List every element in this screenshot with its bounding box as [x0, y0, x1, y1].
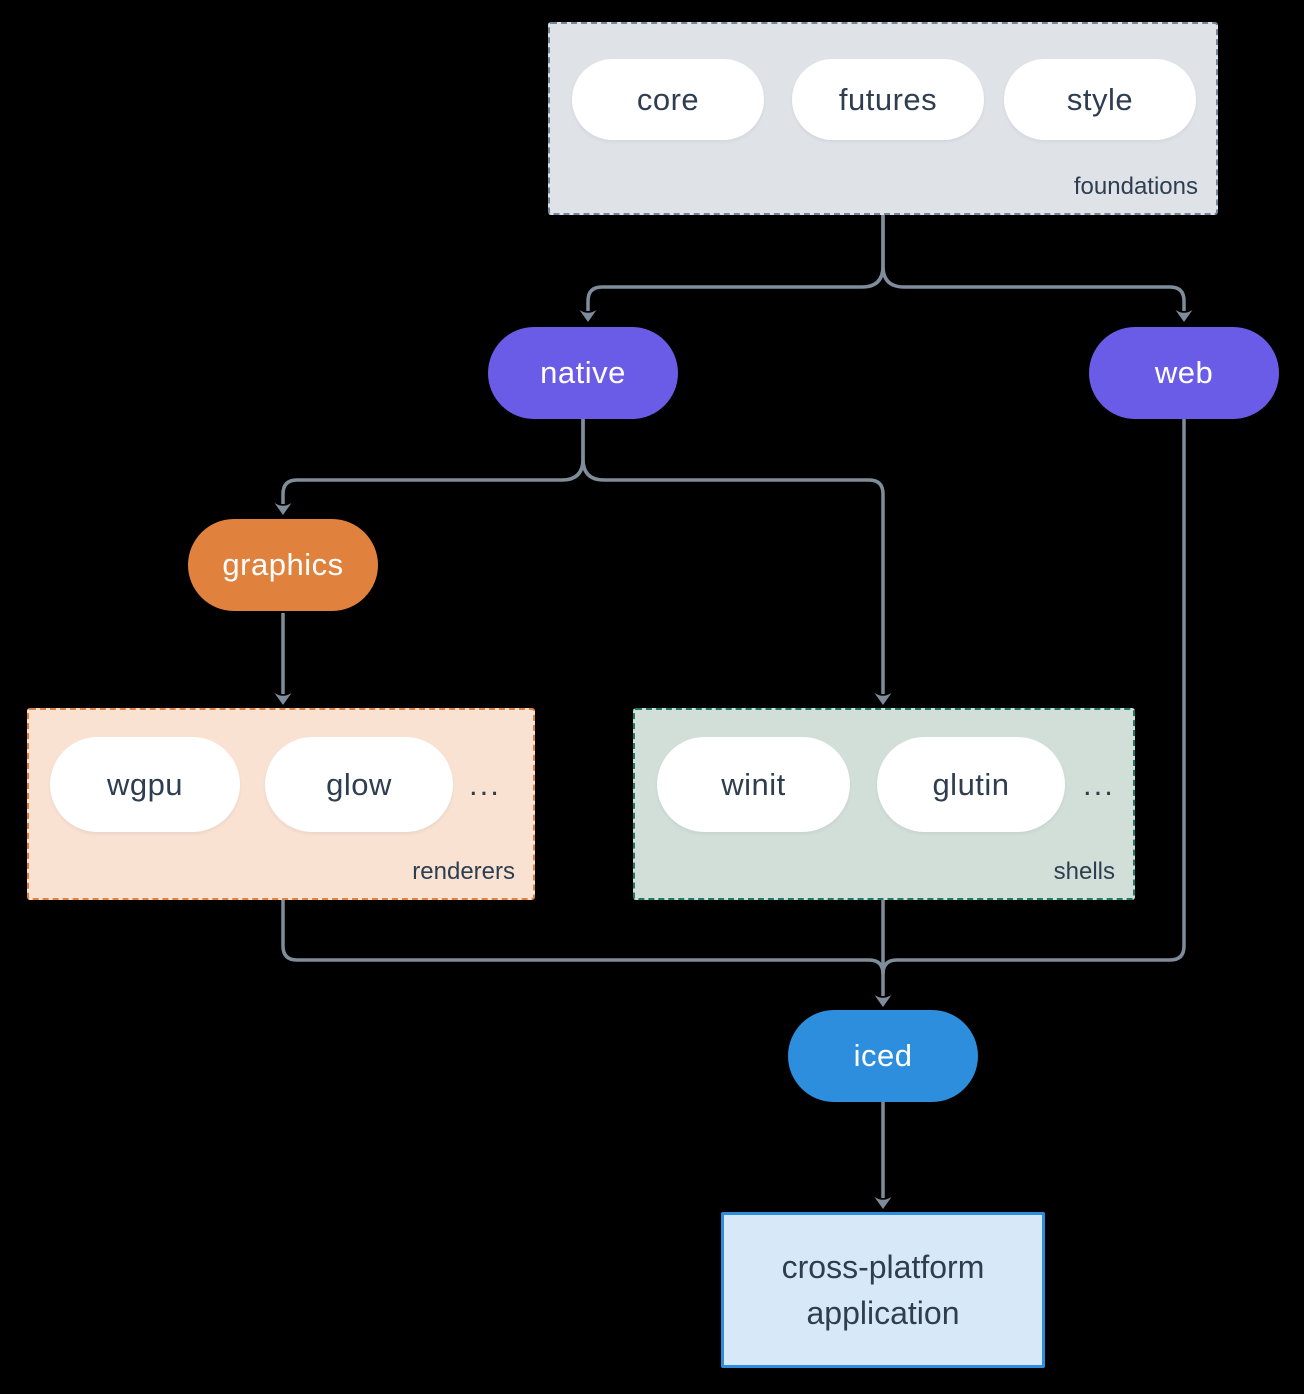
node-cross-platform-application-label: cross-platform application — [781, 1248, 985, 1331]
node-glutin-label: glutin — [932, 766, 1010, 802]
group-foundations: core futures style foundations — [548, 22, 1218, 215]
node-graphics: graphics — [188, 519, 378, 611]
group-foundations-label: foundations — [1073, 173, 1198, 200]
renderers-ellipsis: ... — [469, 767, 501, 802]
group-renderers: wgpu glow ... renderers — [27, 708, 535, 900]
shells-ellipsis: ... — [1083, 767, 1115, 802]
arrow-foundations-to-web — [881, 215, 1186, 311]
node-iced: iced — [788, 1010, 978, 1102]
arrowhead-shells — [874, 693, 892, 705]
node-native-label: native — [540, 355, 626, 390]
node-native: native — [488, 327, 678, 419]
node-core-label: core — [636, 81, 700, 117]
node-futures: futures — [792, 59, 984, 140]
arrow-foundations-to-native — [586, 215, 885, 311]
arrowhead-iced — [874, 995, 892, 1007]
arrow-native-to-shells — [581, 419, 885, 694]
arrowhead-web — [1175, 310, 1193, 322]
arrow-native-to-graphics — [281, 419, 585, 504]
node-futures-label: futures — [838, 81, 938, 117]
arrowheads — [274, 310, 1193, 1209]
group-shells: winit glutin ... shells — [633, 708, 1135, 900]
node-style: style — [1004, 59, 1196, 140]
node-wgpu: wgpu — [50, 737, 240, 832]
node-cross-platform-application: cross-platform application — [721, 1212, 1045, 1368]
arrowhead-application — [874, 1197, 892, 1209]
node-glutin: glutin — [877, 737, 1065, 832]
node-web: web — [1089, 327, 1279, 419]
arrowhead-native — [579, 310, 597, 322]
node-wgpu-label: wgpu — [106, 766, 184, 802]
node-glow: glow — [265, 737, 453, 832]
node-iced-label: iced — [853, 1038, 913, 1073]
group-shells-label: shells — [1053, 858, 1115, 885]
node-style-label: style — [1066, 81, 1134, 117]
arrow-renderers-to-iced — [281, 900, 885, 975]
arrowhead-graphics — [274, 503, 292, 515]
arrowhead-renderers — [274, 693, 292, 705]
node-graphics-label: graphics — [222, 547, 344, 582]
node-glow-label: glow — [326, 766, 392, 802]
node-winit-label: winit — [721, 766, 786, 802]
node-core: core — [572, 59, 764, 140]
node-web-label: web — [1154, 355, 1214, 390]
node-winit: winit — [657, 737, 850, 832]
group-renderers-label: renderers — [412, 858, 515, 885]
